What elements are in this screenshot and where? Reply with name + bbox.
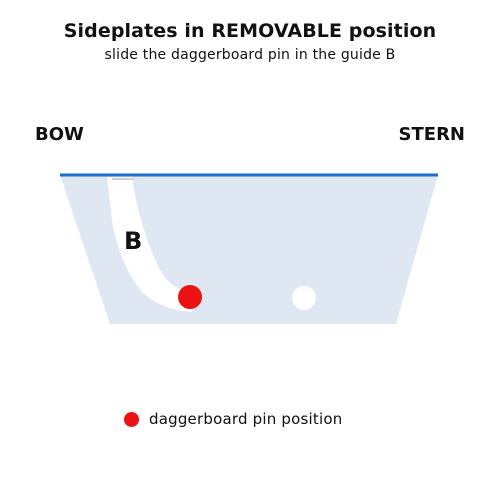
guide-slot-b <box>107 177 192 312</box>
diagram-title: Sideplates in REMOVABLE position <box>63 20 437 42</box>
daggerboard-pin <box>178 285 202 309</box>
legend-pin-label: daggerboard pin position <box>149 410 343 428</box>
diagram-subtitle: slide the daggerboard pin in the guide B <box>104 47 396 63</box>
legend: daggerboard pin position <box>124 410 342 428</box>
bow-label: BOW <box>35 124 84 145</box>
guide-label: B <box>124 227 142 255</box>
stern-label: STERN <box>398 124 465 145</box>
plate-hole <box>292 286 316 310</box>
legend-pin-dot <box>124 411 139 427</box>
